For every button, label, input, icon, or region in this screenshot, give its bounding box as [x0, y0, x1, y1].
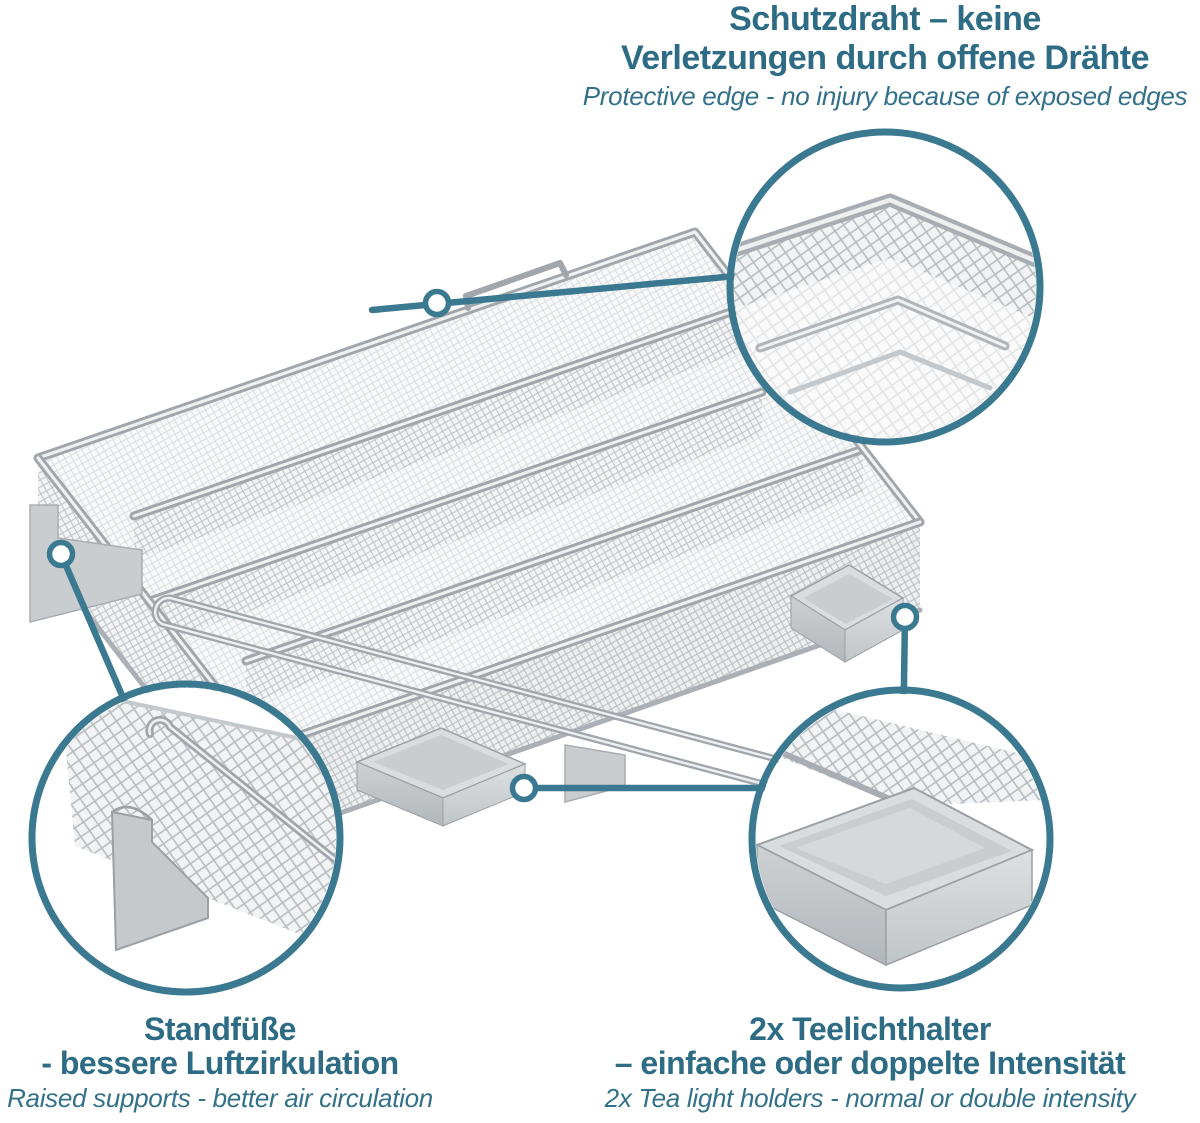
caption-title-line2: Verletzungen durch offene Drähte: [620, 39, 1150, 77]
caption-protective-edge: Schutzdraht – keine Verletzungen durch o…: [540, 0, 1200, 111]
caption-subtitle: 2x Tea light holders - normal or double …: [604, 1083, 1136, 1113]
callout-circle-stand-feet: [28, 680, 344, 996]
tea-light-holder-right: [789, 564, 905, 663]
callout-marker-tea-light-front: [509, 773, 539, 803]
smoker-tray: [29, 227, 925, 843]
tea-light-holder-front: [355, 727, 527, 827]
caption-subtitle: Protective edge - no injury because of e…: [582, 81, 1188, 111]
caption-tea-light: 2x Teelichthalter – einfache oder doppel…: [540, 1012, 1200, 1113]
stand-foot-left: [29, 504, 143, 623]
callout-markers: [46, 288, 920, 803]
callout-marker-protective-edge: [422, 288, 452, 318]
serpentine-wall: [145, 387, 767, 645]
caption-title-line2: - bessere Luftzirkulation: [41, 1045, 399, 1081]
caption-title-line1: Schutzdraht – keine: [729, 0, 1041, 38]
tea-light-detail: [756, 694, 1046, 967]
caption-stand-feet: Standfüße - bessere Luftzirkulation Rais…: [0, 1012, 446, 1113]
caption-subtitle: Raised supports - better air circulation: [7, 1083, 433, 1113]
callout-marker-stand-feet: [46, 539, 76, 569]
callout-circle-tea-light: [748, 686, 1054, 992]
serpentine-wall: [241, 444, 868, 705]
callout-marker-tea-light-right: [890, 602, 920, 632]
stand-foot-middle: [564, 744, 626, 803]
caption-title-line1: 2x Teelichthalter: [749, 1011, 991, 1047]
stand-feet-detail: [59, 688, 336, 952]
carry-rod: [151, 594, 859, 810]
caption-title-line1: Standfüße: [144, 1011, 296, 1047]
caption-title-line2: – einfache oder doppelte Intensität: [614, 1045, 1126, 1081]
callout-circle-protective-edge: [726, 128, 1044, 446]
serpentine-wall: [129, 300, 756, 560]
protective-edge-detail: [734, 193, 1036, 438]
